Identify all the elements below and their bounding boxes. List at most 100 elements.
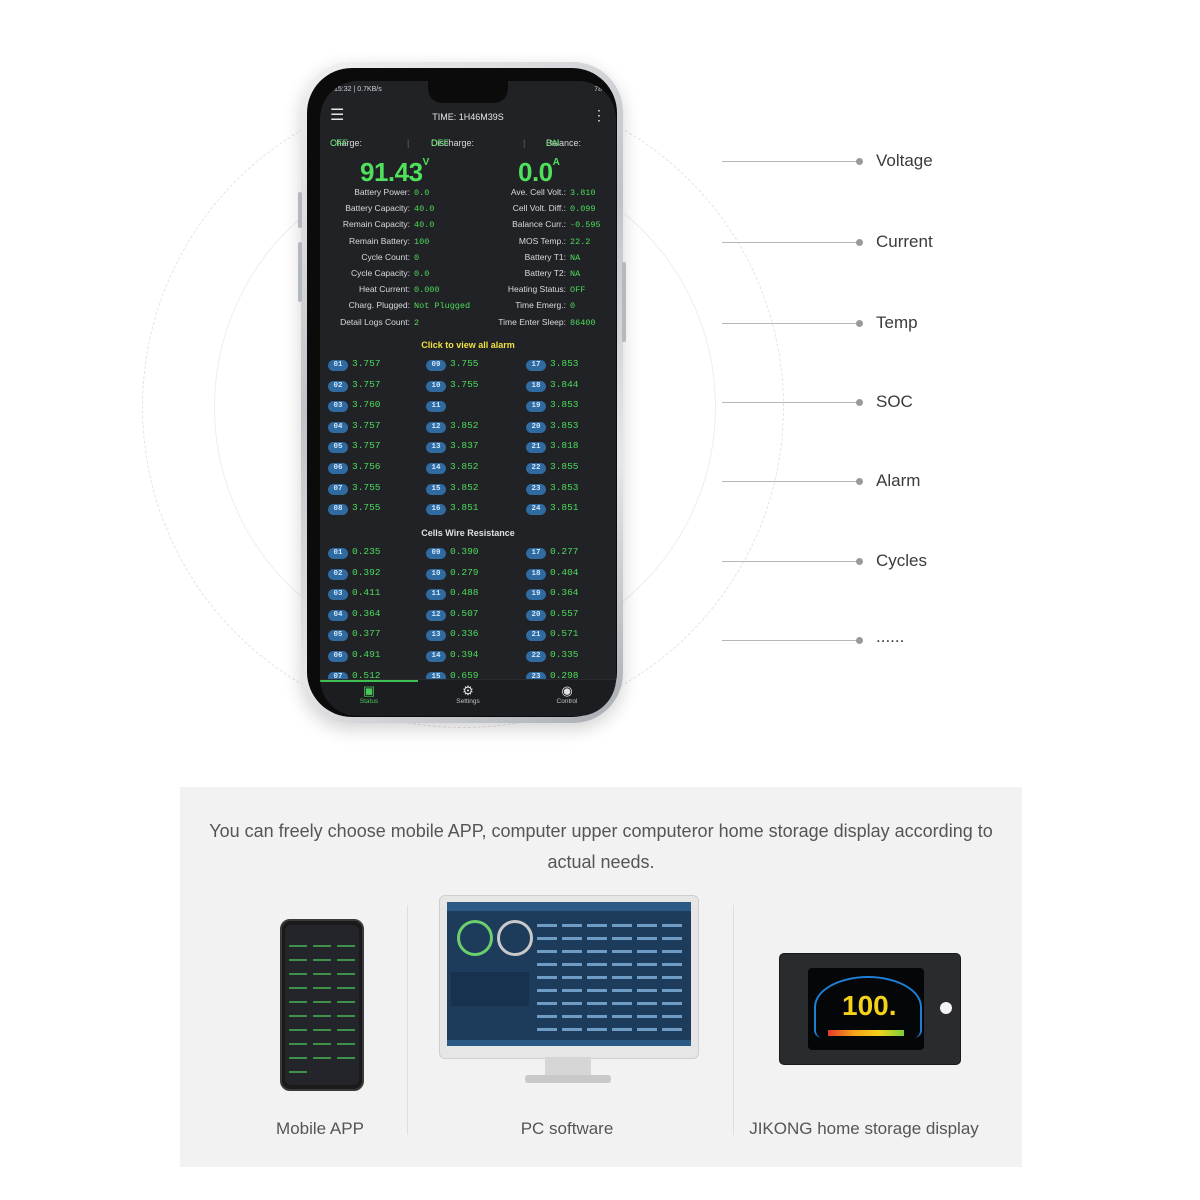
cell-value: 3.760 [352,399,381,411]
cell-value: 3.756 [352,461,381,472]
info-label: Cell Volt. Diff.: [512,203,566,214]
cell-voltage-item: 15 3.852 [426,482,479,495]
cell-index-badge: 05 [328,630,348,642]
cell-index-badge: 17 [526,360,546,371]
cell-value: 3.851 [450,502,479,514]
more-options-icon[interactable]: ⋮ [592,107,606,123]
tab-status[interactable]: ▣ Status [320,683,418,705]
cell-index-badge: 07 [328,671,348,683]
pc-software-image [439,895,699,1083]
info-label: Time Enter Sleep: [498,316,566,327]
cell-index-badge: 10 [426,568,446,580]
info-value: 2 [414,317,420,328]
cell-value: 0.335 [550,649,579,660]
cell-value: 3.755 [450,358,479,369]
cell-value: 3.757 [352,419,381,431]
phone-mockup: 15:32 | 0.7KB/s 78 ☰ TIME: 1H46M39S ⋮ Ch… [298,62,626,723]
info-value-row: 0.000 [414,284,440,295]
info-value: 0.0 [414,269,430,279]
info-value-row: 100 [414,236,429,247]
info-value-row: 3.810 [570,187,596,198]
cell-index-badge: 01 [328,360,348,371]
cell-value: 0.235 [352,546,381,557]
cell-index-badge: 22 [526,651,546,662]
cell-value: 3.844 [550,378,579,390]
cell-value: 0.659 [450,669,479,681]
view-all-alarm-link[interactable]: Click to view all alarm [421,340,515,350]
info-value-row: 0 [414,252,419,263]
phone-side-button [298,192,302,228]
battery-level: 78 [594,86,602,93]
info-value-row: NA [570,268,580,279]
info-value-row: 0.0 [414,268,429,279]
info-label: Heating Status: [507,284,566,295]
panel-divider [407,905,408,1135]
cell-value: 0.279 [450,566,479,578]
info-value-row: 0.0 [414,187,429,198]
cell-index-badge: 15 [426,671,446,683]
cell-index-badge: 15 [426,483,446,495]
cell-value: 3.853 [550,419,579,431]
cell-index-badge: 03 [328,401,348,413]
tab-settings[interactable]: ⚙ Settings [419,683,517,705]
cell-index-badge: 11 [426,589,446,601]
voltage-readout: 91.43V [360,157,429,187]
label-home-storage-display: JIKONG home storage display [749,1119,979,1138]
menu-icon[interactable]: ☰ [330,107,345,124]
cell-value: 0.512 [352,669,381,681]
info-label: Battery T1: [524,251,566,262]
status-bar: 15:32 | 0.7KB/s 78 [334,86,602,100]
cell-index-badge: 08 [328,504,348,516]
flag-divider: | [407,138,410,148]
cell-resistance-item: 22 0.335 [526,649,579,662]
info-label: Remain Battery: [349,235,410,246]
info-label: Battery Capacity: [345,203,410,214]
cell-value: 0.404 [550,566,579,578]
cell-index-badge: 09 [426,548,446,559]
cell-value: 3.818 [550,440,579,452]
app-bar: ☰ TIME: 1H46M39S ⋮ [320,103,616,131]
info-value: 0 [414,252,420,263]
cell-index-badge: 17 [526,548,546,559]
phone-side-button [622,262,626,342]
info-value: OFF [570,285,586,296]
gear-icon: ⚙ [462,683,474,698]
info-value: 0 [570,301,576,312]
cell-index-badge: 19 [526,589,546,601]
cell-value: 0.394 [450,649,479,660]
info-value-row: NA [570,252,580,263]
cell-index-badge: 03 [328,589,348,601]
cell-value: 3.853 [550,399,579,411]
cell-index-badge: 16 [426,504,446,516]
info-label: Battery Power: [354,187,410,197]
cell-index-badge: 23 [526,483,546,495]
info-value-row: 86400 [570,317,596,328]
display-button [940,1002,952,1014]
cell-index-badge: 24 [526,504,546,516]
info-value-row: 22.2 [570,236,590,247]
cell-value: 3.852 [450,461,479,472]
cell-value: 3.852 [450,481,479,493]
cell-index-badge: 10 [426,380,446,392]
info-value: NA [570,269,581,279]
tab-control[interactable]: ◉ Control [518,683,616,705]
info-value: -0.595 [570,220,601,231]
cell-index-badge: 09 [426,360,446,371]
cell-value: 3.757 [352,378,381,390]
status-icon: ▣ [362,683,376,698]
